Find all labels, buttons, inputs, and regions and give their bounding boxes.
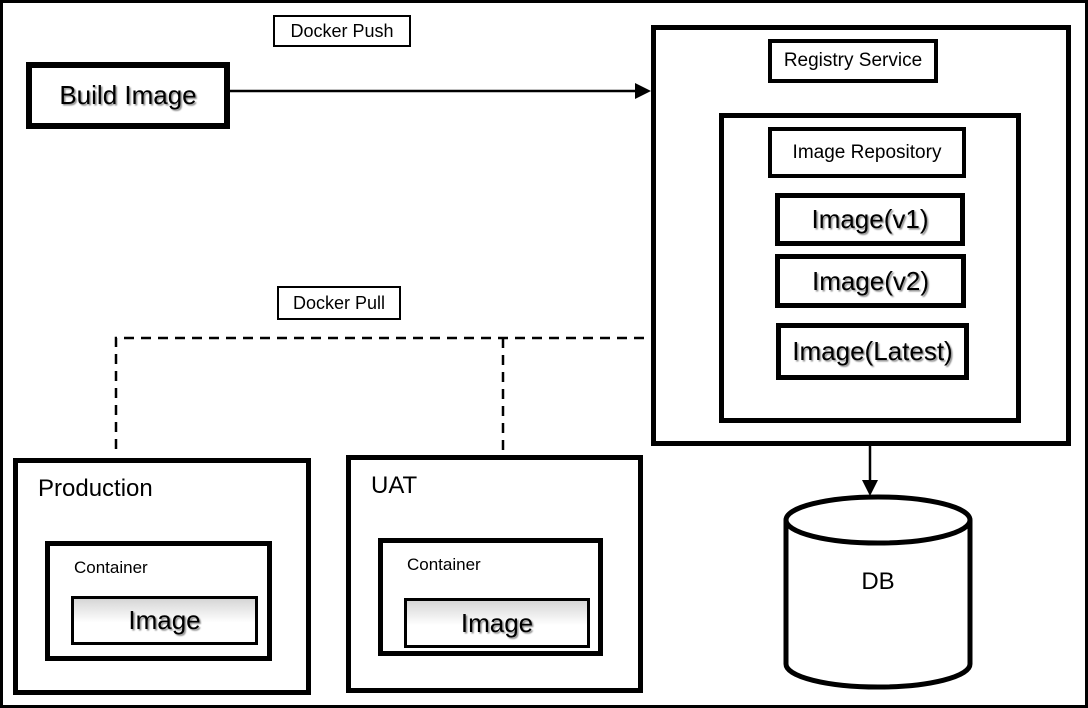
production-container-label: Container: [74, 558, 148, 577]
image-v1-label: Image(v1): [811, 204, 929, 234]
registry-service-title-box: Registry Service: [768, 39, 938, 83]
docker-push-arrow: [230, 83, 651, 99]
docker-pull-annotation: Docker Pull: [277, 286, 401, 320]
production-image-label: Image: [128, 605, 201, 635]
docker-push-label: Docker Push: [290, 20, 394, 41]
image-repository-title: Image Repository: [792, 141, 942, 163]
docker-push-annotation: Docker Push: [273, 15, 411, 47]
docker-pull-label: Docker Pull: [292, 292, 386, 313]
image-repository-title-box: Image Repository: [768, 127, 966, 178]
uat-image-node: Image: [404, 598, 590, 648]
image-v2-label: Image(v2): [811, 265, 930, 296]
image-v2-node: Image(v2): [775, 254, 966, 308]
production-env-label: Production: [38, 475, 153, 502]
build-image-node: Build Image: [26, 62, 230, 129]
db-label: DB: [861, 568, 895, 595]
uat-image-label: Image: [460, 607, 534, 638]
image-v1-node: Image(v1): [775, 193, 965, 246]
image-latest-node: Image(Latest): [776, 323, 969, 380]
connector-layer: [114, 83, 973, 690]
uat-container-label: Container: [407, 555, 481, 574]
registry-service-title: Registry Service: [783, 50, 923, 71]
registry-to-db-arrow: [862, 446, 878, 496]
image-latest-label: Image(Latest): [792, 336, 953, 366]
uat-env-label: UAT: [371, 472, 418, 499]
build-image-label: Build Image: [59, 80, 197, 110]
docker-pull-dashed-connector: [114, 336, 651, 452]
db-cylinder: [783, 494, 973, 690]
production-image-node: Image: [71, 596, 258, 645]
